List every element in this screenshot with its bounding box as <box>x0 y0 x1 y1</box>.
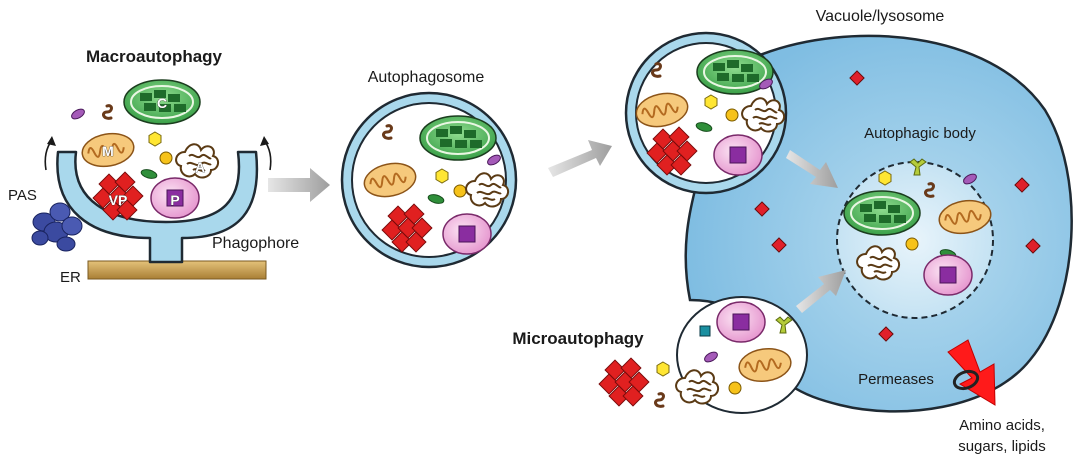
phagophore-label: Phagophore <box>212 235 299 252</box>
autophagic-body-label: Autophagic body <box>864 125 976 142</box>
arrow-autophagosome-to-vacuole <box>548 140 612 177</box>
products-label-line2: sugars, lipids <box>958 438 1046 455</box>
permease-ring <box>952 369 980 391</box>
products-label-line1: Amino acids, <box>959 417 1045 434</box>
er-membrane <box>87 260 267 280</box>
macroautophagy-label: Macroautophagy <box>86 47 223 66</box>
arrow-macro-to-autophagosome <box>268 168 330 202</box>
teal-square <box>699 325 711 337</box>
mito-letter: M <box>102 143 114 159</box>
permeases-label: Permeases <box>858 371 934 388</box>
vp-letter: VP <box>109 192 128 208</box>
arrow-to-body-1 <box>786 150 838 188</box>
pas-label: PAS <box>8 187 37 204</box>
pas-cluster <box>31 202 83 252</box>
autophagosome-label: Autophagosome <box>368 69 485 86</box>
microautophagy-label: Microautophagy <box>512 329 644 348</box>
aggregate-letter: A <box>195 159 205 175</box>
er-label: ER <box>60 269 81 286</box>
vacuole-label: Vacuole/lysosome <box>816 8 945 25</box>
peroxisome-letter: P <box>170 192 179 208</box>
chloroplast-letter: C <box>157 95 167 111</box>
arrow-to-body-2 <box>796 270 846 313</box>
